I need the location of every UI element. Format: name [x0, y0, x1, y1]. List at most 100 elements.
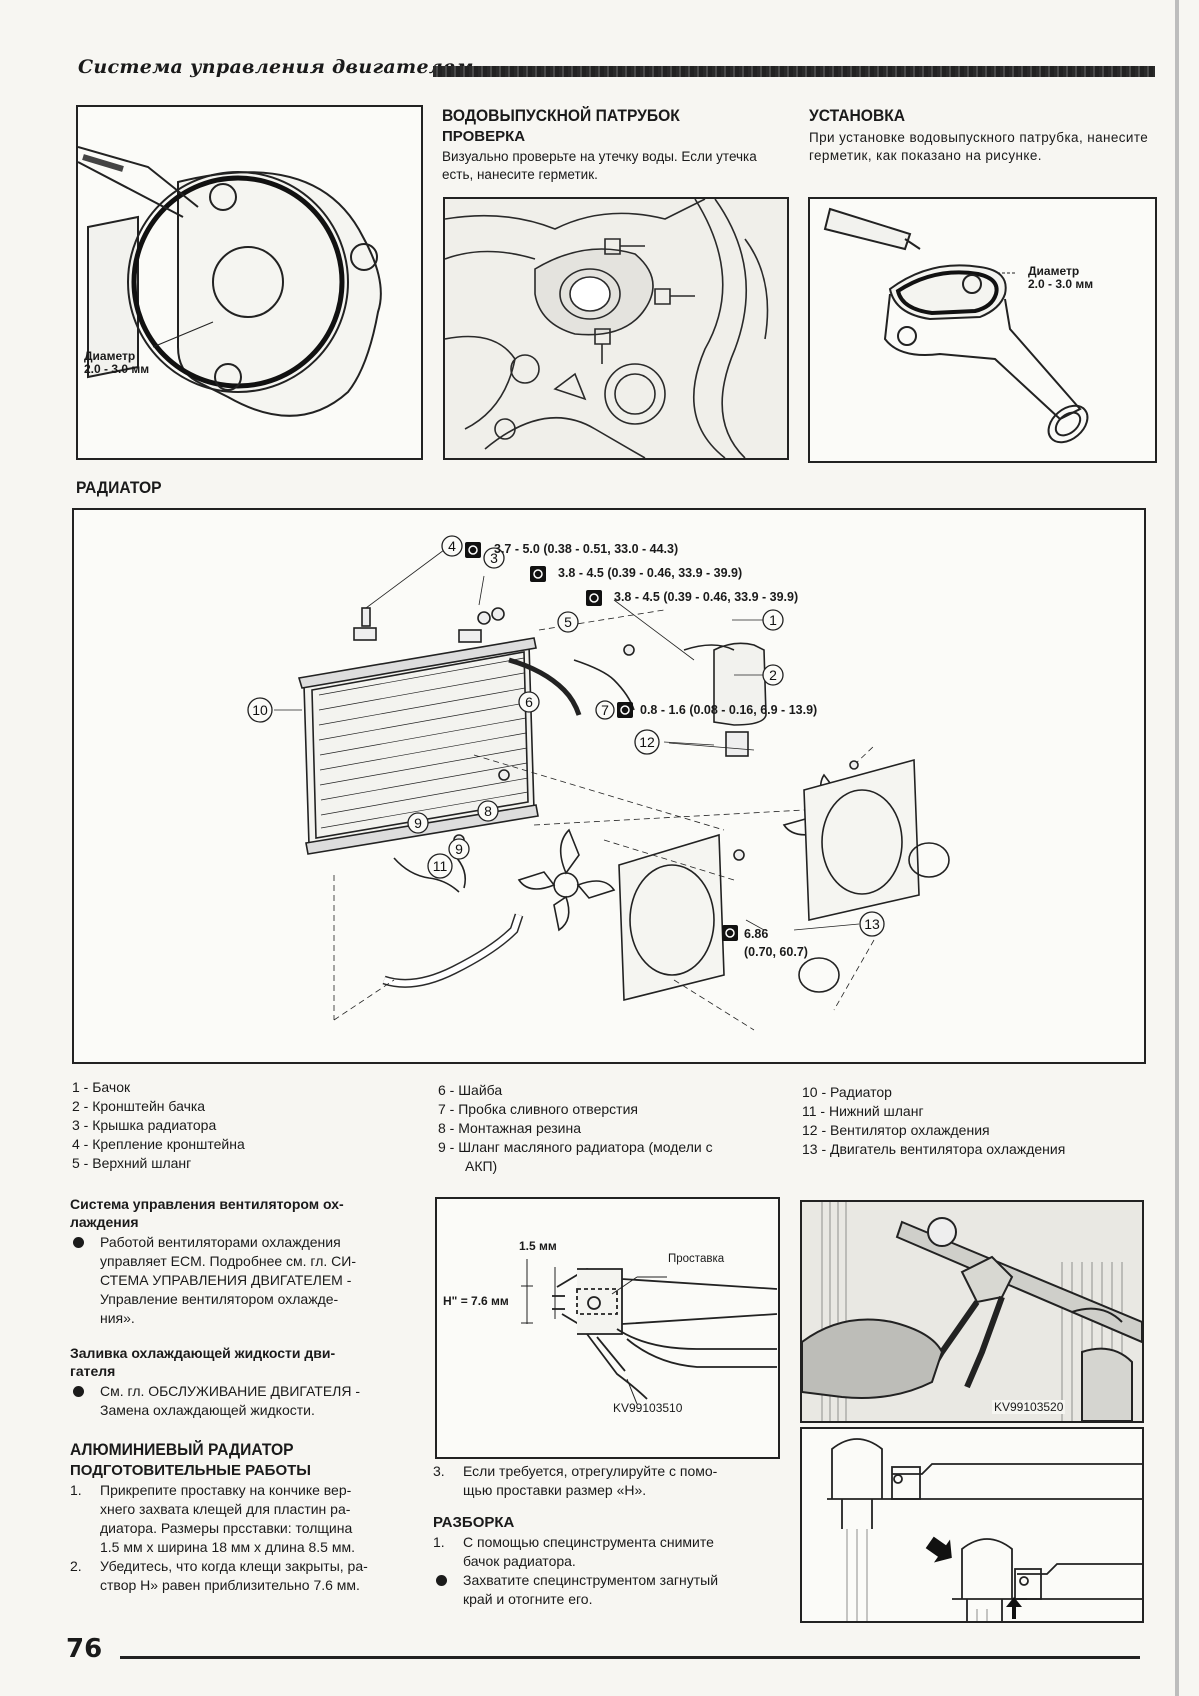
text-line: СТЕМА УПРАВЛЕНИЯ ДВИГАТЕЛЕМ - [100, 1272, 352, 1288]
torque-label-3: 3.8 - 4.5 (0.39 - 0.46, 33.9 - 39.9) [614, 590, 799, 604]
legend-item: 12 - Вентилятор охлаждения [802, 1122, 990, 1138]
text-line: створ Н» равен приблизительно 7.6 мм. [100, 1577, 360, 1593]
step-number: 2. [70, 1558, 82, 1574]
spacer-label: Проставка [668, 1253, 725, 1265]
fig3-label-line2: 2.0 - 3.0 мм [1028, 277, 1094, 291]
figure-radiator-exploded: 1 2 3 4 5 6 7 8 9 9 10 11 12 13 3.7 - 5.… [72, 508, 1146, 1064]
legend-col3: 10 - Радиатор 11 - Нижний шланг 12 - Вен… [802, 1083, 1065, 1159]
disassembly-title: РАЗБОРКА [433, 1514, 515, 1531]
callout-10: 10 [252, 702, 268, 718]
fan-control-title-line1: Система управления вентилятором ох- [70, 1196, 344, 1212]
coolant-fill-title-line1: Заливка охлаждающей жидкости дви- [70, 1345, 336, 1361]
figure-engine-photo [443, 197, 789, 460]
fan-control-bullet: Работой вентиляторами охлаждения управля… [70, 1233, 415, 1328]
aluminum-title: АЛЮМИНИЕВЫЙ РАДИАТОР [70, 1440, 294, 1459]
header-bar [433, 66, 1155, 77]
legend-item: 10 - Радиатор [802, 1084, 892, 1100]
adjust-step-3: 3. Если требуется, отрегулируйте с помо-… [433, 1462, 778, 1500]
text-line: Работой вентиляторами охлаждения [100, 1234, 341, 1250]
legend-item: 1 - Бачок [72, 1079, 131, 1095]
radiator-title: РАДИАТОР [76, 478, 162, 497]
callout-2: 2 [769, 667, 777, 683]
text-line: Прикрепите проставку на кончике вер- [100, 1482, 352, 1498]
disassembly-step-1: 1. С помощью специнструмента снимите бач… [433, 1533, 778, 1571]
check-subtitle: ПРОВЕРКА [442, 128, 526, 145]
coolant-fill-title: Заливка охлаждающей жидкости дви- гателя [70, 1344, 415, 1380]
fig1-label-line2: 2.0 - 3.0 мм [84, 362, 150, 376]
figure-tool-photo: KV99103520 [800, 1200, 1144, 1423]
tool-code-label: KV99103510 [613, 1401, 683, 1415]
fan-control-title-line2: лаждения [70, 1214, 139, 1230]
text-line: ния». [100, 1310, 135, 1326]
legend-item: 9 - Шланг масляного радиатора (модели с [438, 1139, 713, 1155]
callout-5: 5 [564, 614, 572, 630]
prep-step-1: 1. Прикрепите проставку на кончике вер- … [70, 1481, 415, 1557]
coolant-fill-title-line2: гателя [70, 1363, 116, 1379]
callout-8: 8 [484, 803, 492, 819]
text-line: хнего захвата клещей для пластин ра- [100, 1501, 351, 1517]
callout-13: 13 [864, 916, 880, 932]
callout-3: 3 [490, 550, 498, 566]
text-line: Если требуется, отрегулируйте с помо- [463, 1463, 718, 1479]
water-outlet-title: ВОДОВЫПУСКНОЙ ПАТРУБОК [442, 106, 680, 125]
legend-item: 13 - Двигатель вентилятора охлаждения [802, 1141, 1066, 1157]
torque-label-1: 3.7 - 5.0 (0.38 - 0.51, 33.0 - 44.3) [494, 542, 679, 556]
figure-pliers-spacer: 1.5 мм Проставка H" = 7.6 мм KV99103510 [435, 1197, 780, 1459]
torque-fan-line1: 6.86 [744, 927, 769, 941]
legend-item: 3 - Крышка радиатора [72, 1117, 217, 1133]
install-text: При установке водовыпускного патрубка, н… [809, 130, 1149, 163]
legend-item: 6 - Шайба [438, 1082, 503, 1098]
figure-outlet-install: Диаметр 2.0 - 3.0 мм [808, 197, 1157, 463]
callout-12: 12 [639, 734, 655, 750]
install-title: УСТАНОВКА [809, 106, 906, 125]
fan-control-title: Система управления вентилятором ох- лажд… [70, 1195, 415, 1231]
step-number: 1. [433, 1534, 445, 1550]
page-number: 76 [66, 1634, 103, 1664]
page-edge-shadow [1175, 0, 1179, 1696]
legend-col2: 6 - Шайба 7 - Пробка сливного отверстия … [438, 1081, 713, 1176]
text-line: край и отогните его. [463, 1591, 593, 1607]
text-line: Управление вентилятором охлажде- [100, 1291, 339, 1307]
torque-label-2: 3.8 - 4.5 (0.39 - 0.46, 33.9 - 39.9) [558, 566, 743, 580]
text-line: бачок радиатора. [463, 1553, 576, 1569]
callout-4: 4 [448, 538, 456, 554]
fig3-label-line1: Диаметр [1028, 264, 1080, 278]
legend-item: АКП) [465, 1158, 498, 1174]
text-line: щью проставки размер «Н». [463, 1482, 647, 1498]
prep-step-2: 2. Убедитесь, что когда клещи закрыты, р… [70, 1557, 415, 1595]
fig1-label-line1: Диаметр [84, 349, 136, 363]
figure-outlet-sealant: Диаметр 2.0 - 3.0 мм [76, 105, 423, 460]
callout-9b: 9 [455, 841, 463, 857]
legend-item: 4 - Крепление кронштейна [72, 1136, 245, 1152]
legend-item: 7 - Пробка сливного отверстия [438, 1101, 638, 1117]
text-line: С помощью специнструмента снимите [463, 1534, 714, 1550]
dim-h-label: H" = 7.6 мм [443, 1294, 509, 1308]
legend-item: 8 - Монтажная резина [438, 1120, 581, 1136]
step-number: 3. [433, 1463, 445, 1479]
text-line: 1.5 мм х ширина 18 мм х длина 8.5 мм. [100, 1539, 355, 1555]
legend-item: 11 - Нижний шланг [802, 1103, 924, 1119]
text-line: Захватите специнструментом загнутый [463, 1572, 719, 1588]
footer-rule [120, 1656, 1140, 1659]
callout-11: 11 [433, 858, 448, 874]
figure-tank-tab-detail [800, 1427, 1144, 1623]
text-line: См. гл. ОБСЛУЖИВАНИЕ ДВИГАТЕЛЯ - [100, 1383, 361, 1399]
bullet-icon [73, 1386, 84, 1397]
bullet-icon [436, 1575, 447, 1586]
photo-tool-code: KV99103520 [992, 1400, 1066, 1414]
torque-fan-line2: (0.70, 60.7) [744, 945, 808, 959]
legend-col1: 1 - Бачок 2 - Кронштейн бачка 3 - Крышка… [72, 1078, 245, 1173]
coolant-fill-bullet: См. гл. ОБСЛУЖИВАНИЕ ДВИГАТЕЛЯ - Замена … [70, 1382, 415, 1420]
callout-9a: 9 [414, 815, 422, 831]
callout-1: 1 [769, 612, 777, 628]
legend-item: 2 - Кронштейн бачка [72, 1098, 206, 1114]
check-text: Визуально проверьте на утечку воды. Если… [442, 149, 757, 182]
text-line: Замена охлаждающей жидкости. [100, 1402, 315, 1418]
bullet-icon [73, 1237, 84, 1248]
running-header: Система управления двигателем [78, 56, 474, 78]
disassembly-bullet: Захватите специнструментом загнутый край… [433, 1571, 778, 1609]
legend-item: 5 - Верхний шланг [72, 1155, 192, 1171]
dim-top-label: 1.5 мм [519, 1239, 557, 1253]
callout-6: 6 [525, 694, 533, 710]
text-line: Убедитесь, что когда клещи закрыты, ра- [100, 1558, 368, 1574]
